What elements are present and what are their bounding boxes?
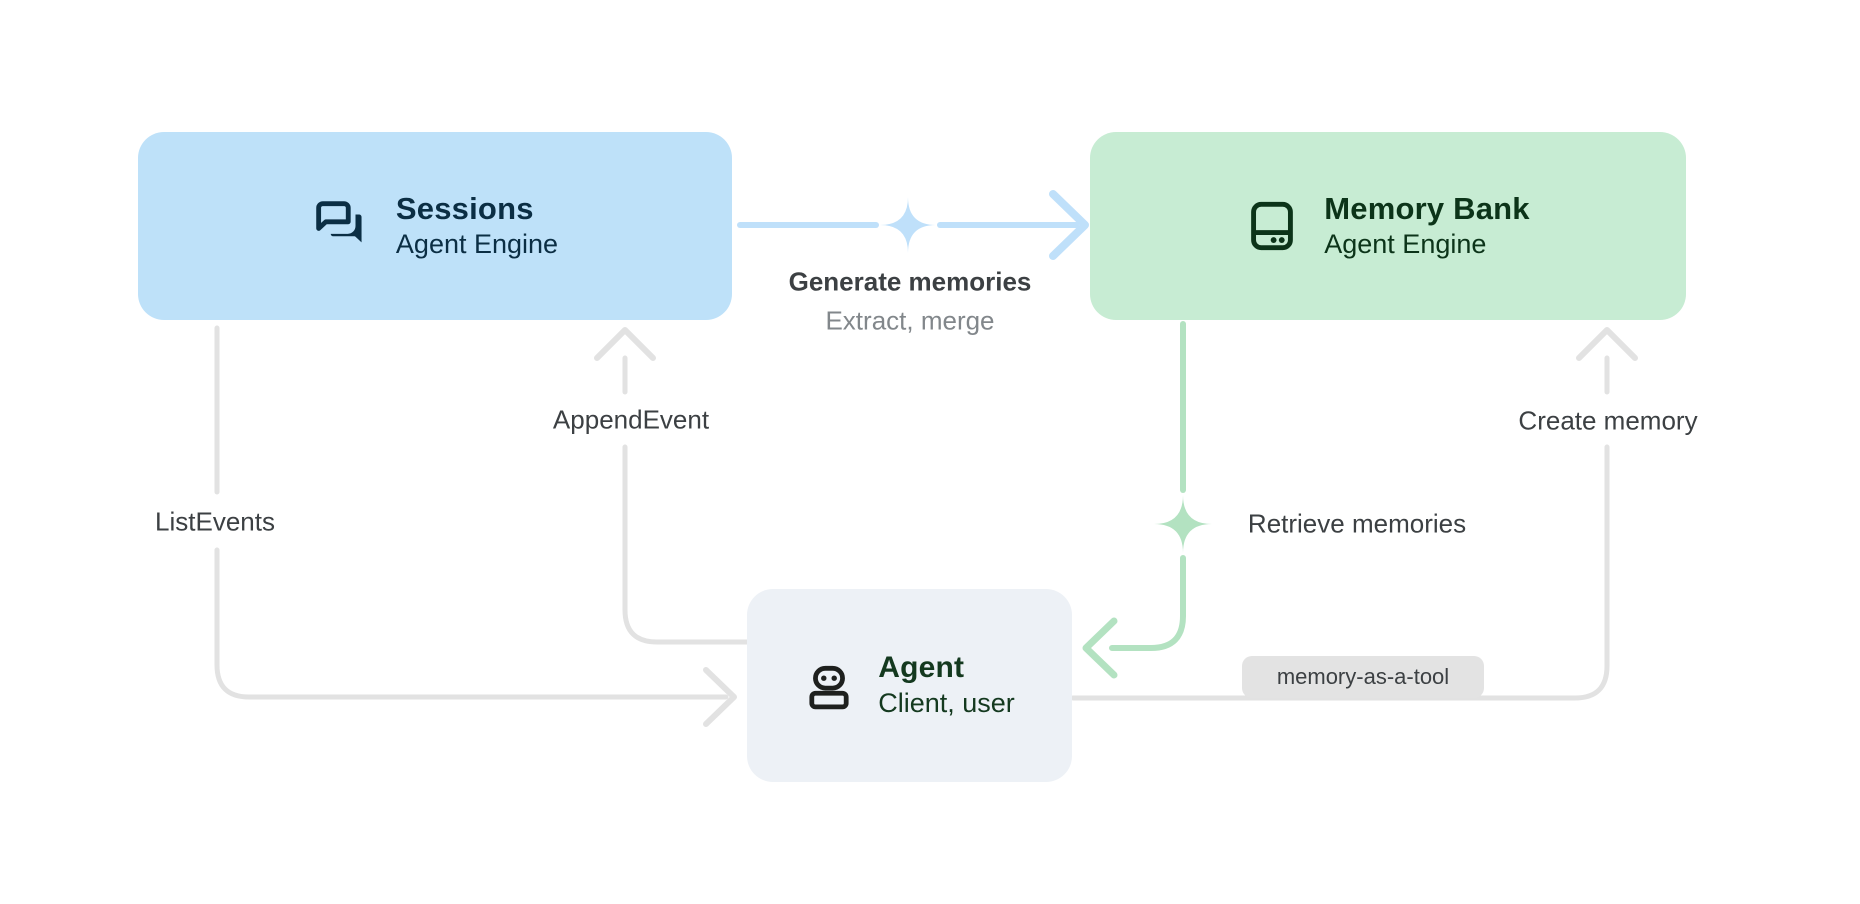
edge-label-generate-memories: Generate memories [780, 266, 1040, 298]
node-memory-bank: Memory Bank Agent Engine [1090, 132, 1686, 320]
node-subtitle: Client, user [878, 687, 1015, 718]
node-title: Memory Bank [1324, 191, 1530, 227]
robot-icon [804, 661, 854, 711]
edge-label-list-events: ListEvents [147, 506, 283, 538]
edge-sublabel-extract-merge: Extract, merge [817, 305, 1003, 337]
edge-create-arrowhead [1576, 327, 1638, 361]
node-sessions: Sessions Agent Engine [138, 132, 732, 320]
edge-label-retrieve-memories: Retrieve memories [1247, 508, 1467, 539]
edge-listevents-arrowhead [703, 667, 737, 727]
edge-append-arrowhead [594, 327, 656, 361]
node-agent: Agent Client, user [747, 589, 1072, 782]
node-title: Agent [878, 651, 965, 685]
edge-append-line-lower [622, 444, 750, 645]
sparkle-icon [1154, 495, 1212, 553]
node-subtitle: Agent Engine [395, 229, 559, 260]
edge-generate-arrowhead [1049, 190, 1089, 260]
edge-listevents-line-lower [214, 547, 729, 700]
edge-label-append-event: AppendEvent [544, 404, 718, 436]
storage-icon [1246, 200, 1298, 252]
edge-label-create-memory: Create memory [1510, 405, 1706, 437]
memory-as-a-tool-badge: memory-as-a-tool [1242, 656, 1484, 698]
node-title: Sessions [395, 191, 534, 227]
node-subtitle: Agent Engine [1324, 229, 1487, 260]
edge-retrieve-arrowhead [1082, 617, 1118, 679]
forum-icon [312, 197, 370, 255]
sparkle-icon [880, 197, 936, 253]
edge-create-line-lower [1070, 444, 1610, 701]
edge-retrieve-line-lower [1109, 555, 1186, 651]
